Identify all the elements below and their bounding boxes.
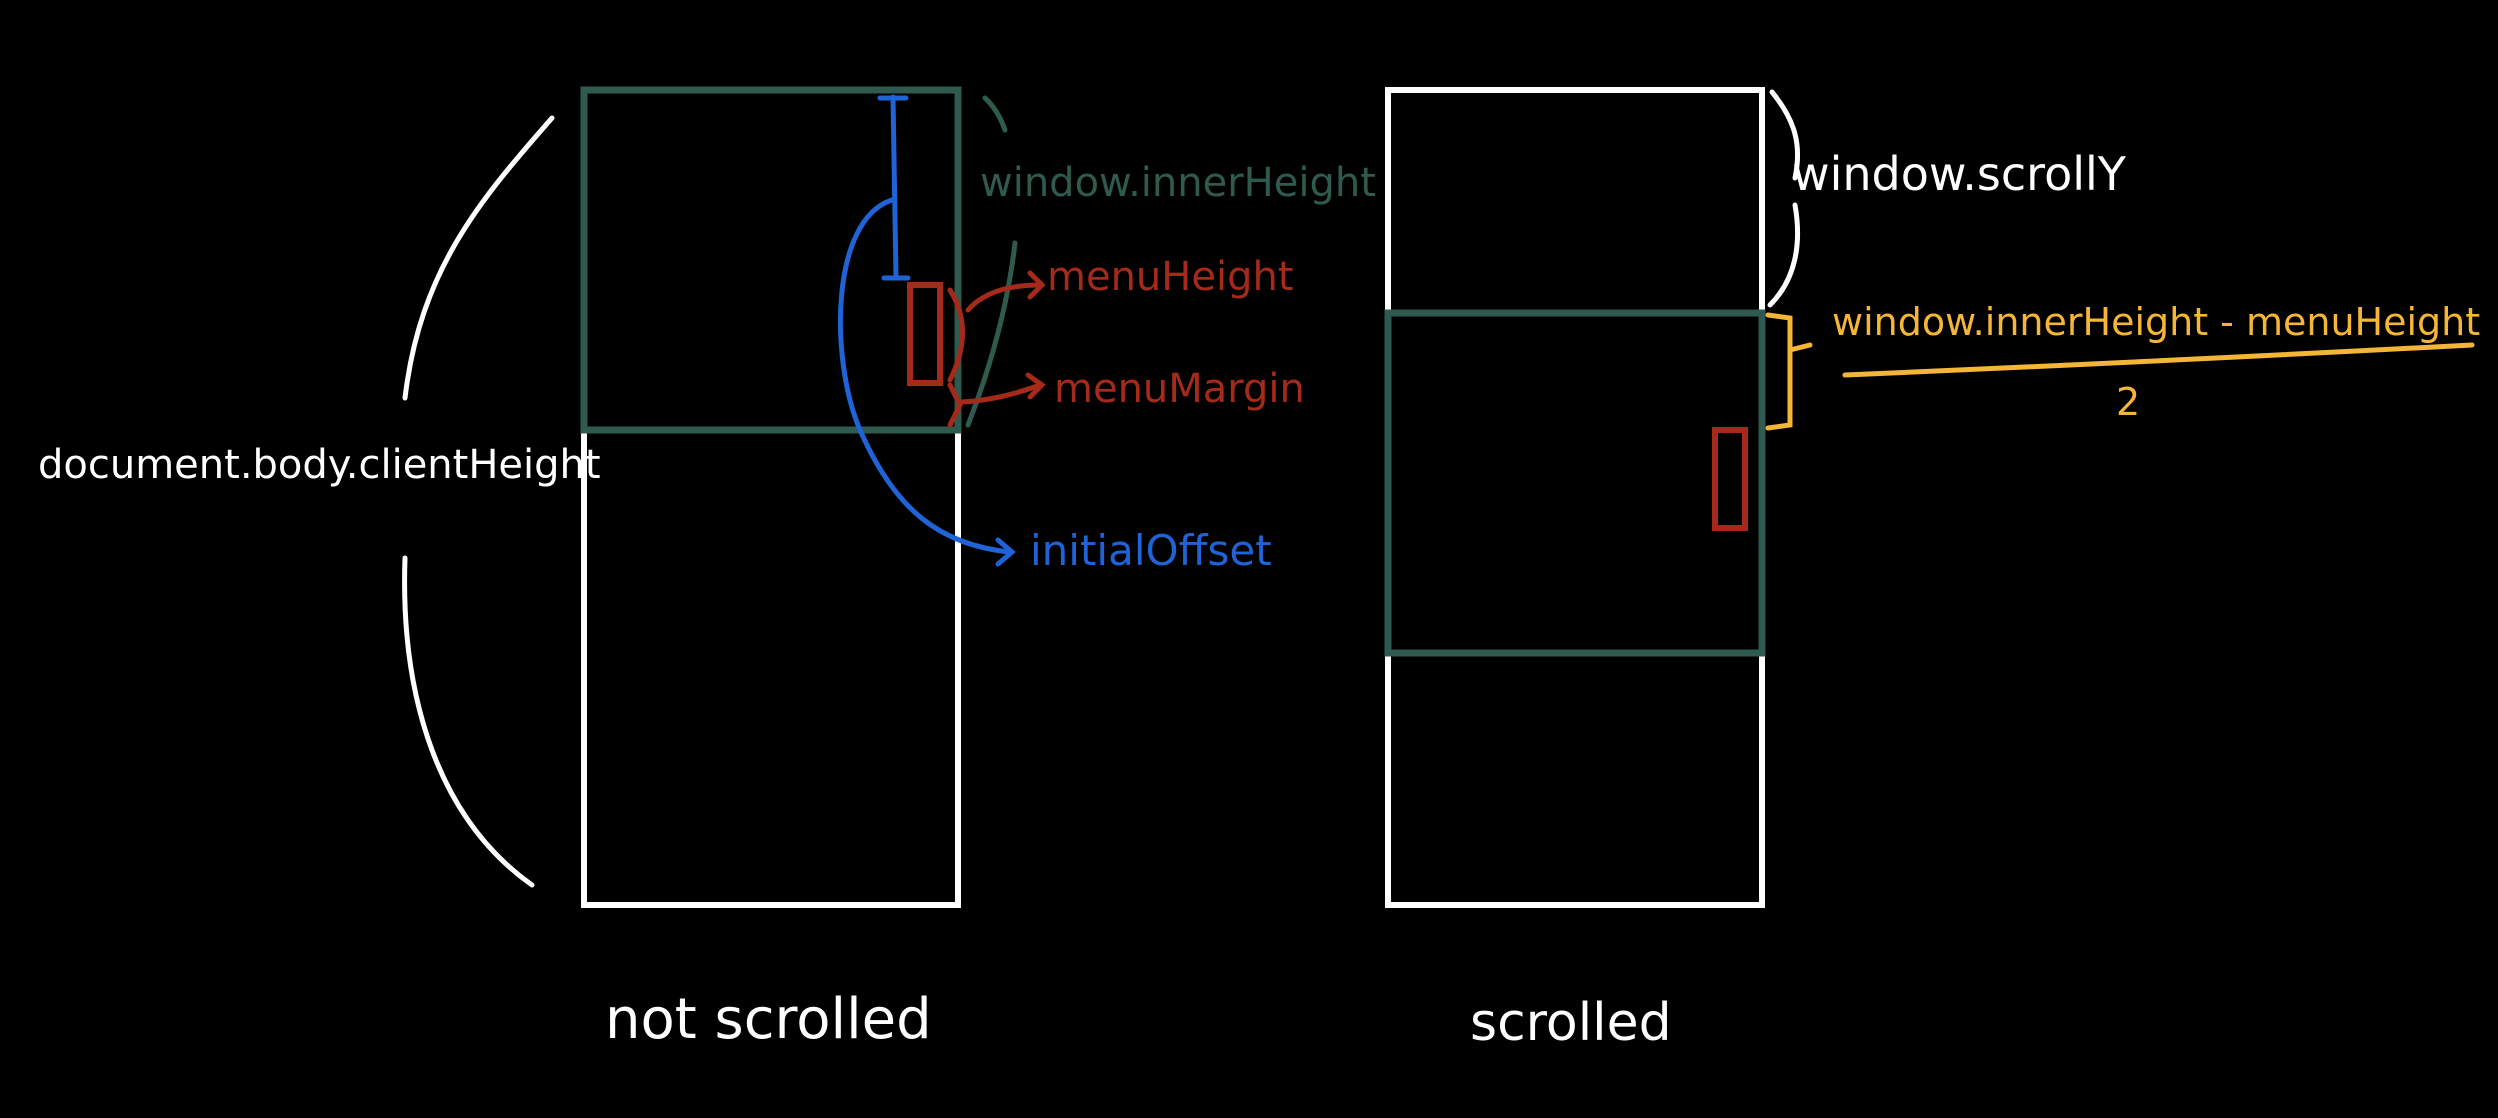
inner-height-label: window.innerHeight: [980, 160, 1376, 206]
viewport-outline: [580, 86, 962, 434]
initial-offset-marker: [837, 94, 1016, 567]
viewport-outline-scrolled: [1384, 309, 1766, 657]
menu-margin-pointer: [947, 372, 1046, 428]
menu-box-scrolled: [1712, 427, 1748, 531]
client-height-label: document.body.clientHeight: [38, 442, 601, 488]
not-scrolled-panel: document.body.clientHeight window.innerH…: [38, 86, 1376, 1052]
caption-scrolled: scrolled: [1470, 993, 1672, 1053]
document-page-outline-scrolled: [1385, 87, 1765, 908]
initial-offset-label: initialOffset: [1030, 526, 1272, 575]
menu-box: [907, 282, 943, 386]
menu-height-pointer: [947, 270, 1046, 383]
scrolled-panel: window.scrollY window.innerHeight - menu…: [1384, 87, 2480, 1053]
scroll-y-brace: [1767, 89, 1801, 308]
centering-bracket: [1765, 312, 2475, 431]
menu-height-label: menuHeight: [1047, 254, 1294, 300]
scroll-y-label: window.scrollY: [1792, 147, 2127, 201]
formula-numerator: window.innerHeight - menuHeight: [1832, 300, 2480, 344]
menu-margin-label: menuMargin: [1054, 366, 1305, 412]
formula-denominator: 2: [2116, 380, 2140, 424]
inner-height-brace: [965, 95, 1018, 428]
client-height-brace: [402, 115, 555, 888]
caption-not-scrolled: not scrolled: [605, 987, 932, 1052]
